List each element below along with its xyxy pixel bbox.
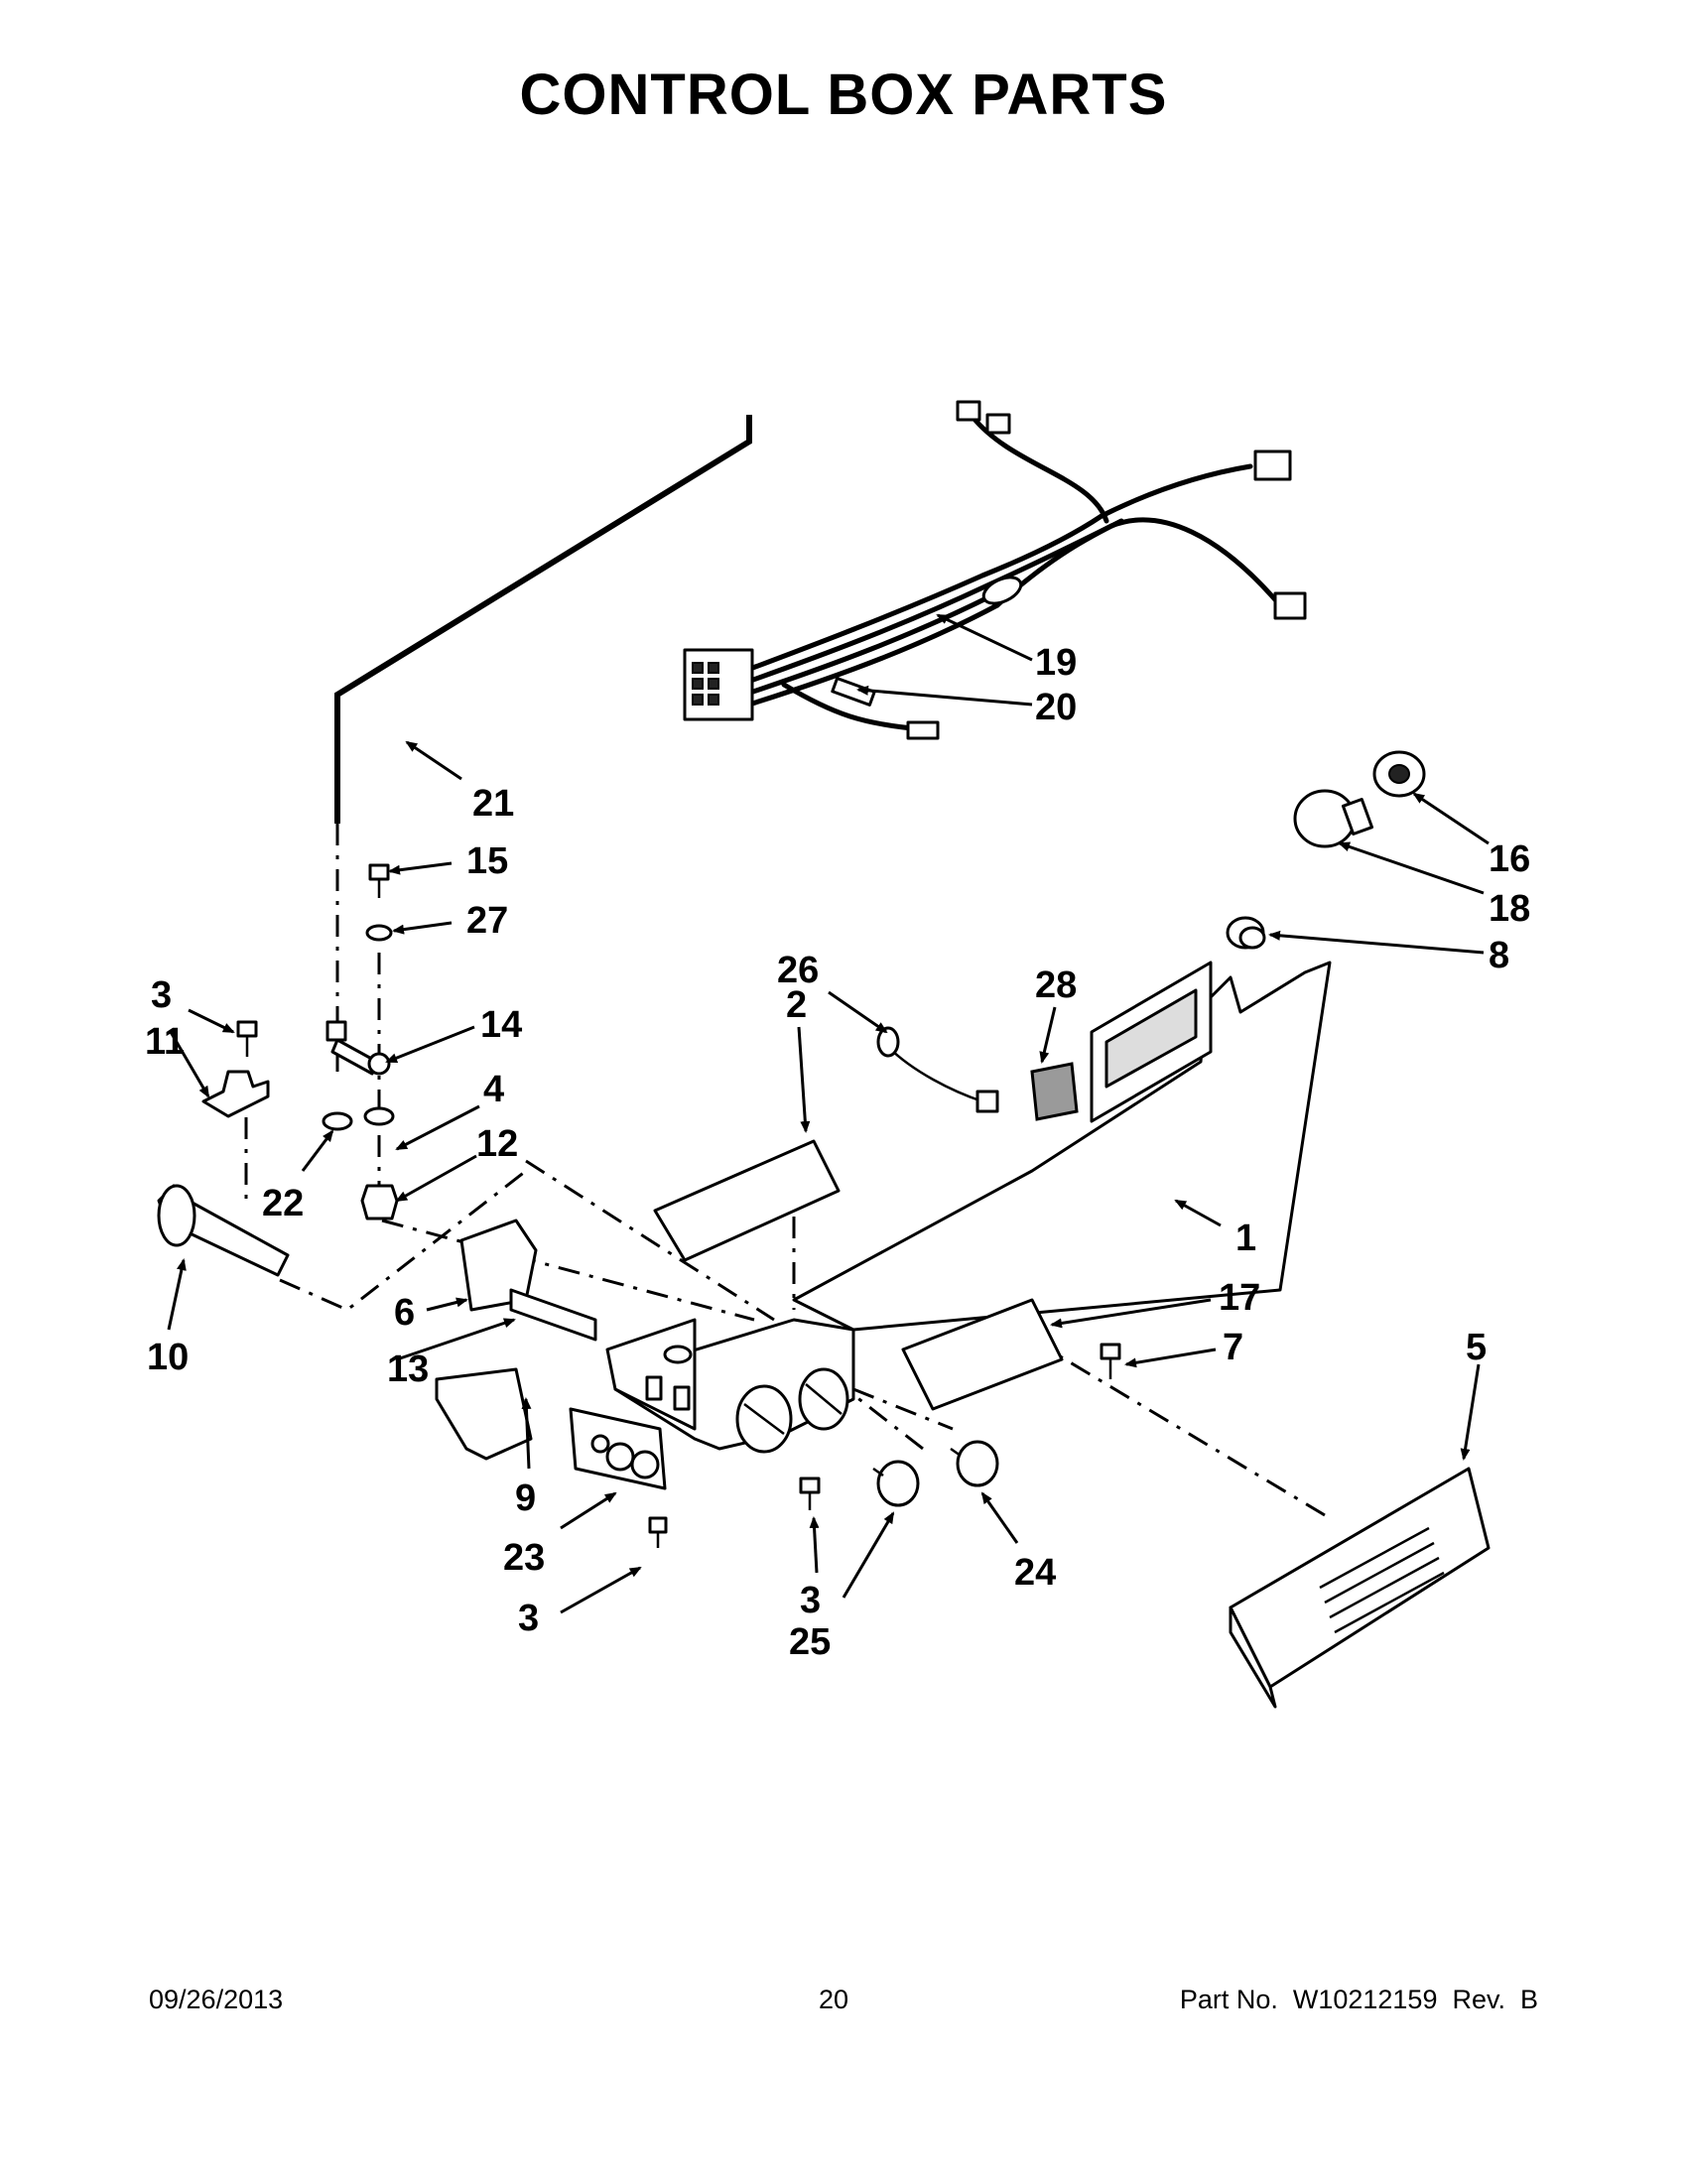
callout-15: 15 xyxy=(466,840,508,882)
callout-16: 16 xyxy=(1489,838,1530,880)
callout-8: 8 xyxy=(1489,935,1509,976)
panel xyxy=(901,1298,1064,1411)
callout-10: 10 xyxy=(147,1337,189,1378)
callout-27: 27 xyxy=(466,900,508,942)
callout-14: 14 xyxy=(480,1004,522,1046)
leader-lines xyxy=(167,613,1490,1614)
footer-date: 09/26/2013 xyxy=(149,1985,284,2014)
callout-2: 2 xyxy=(786,984,807,1026)
callout-28: 28 xyxy=(1035,964,1077,1006)
callout-9: 9 xyxy=(515,1477,536,1519)
callout-21: 21 xyxy=(472,783,514,825)
insulation-sheet xyxy=(653,1139,841,1262)
footer-page-number: 20 xyxy=(819,1985,849,2014)
callout-23: 23 xyxy=(503,1537,545,1579)
callout-1: 1 xyxy=(1235,1218,1256,1259)
callout-22: 22 xyxy=(262,1183,304,1224)
lamp-bulb xyxy=(1293,789,1374,848)
callout-20: 20 xyxy=(1035,687,1077,728)
callout-3-bottom-left: 3 xyxy=(518,1598,539,1639)
page-title: CONTROL BOX PARTS xyxy=(519,63,1168,127)
callout-7: 7 xyxy=(1223,1327,1243,1368)
callout-26: 26 xyxy=(777,950,819,991)
rod xyxy=(334,415,752,824)
callout-5: 5 xyxy=(1466,1327,1487,1368)
callout-4: 4 xyxy=(483,1069,504,1110)
callout-18: 18 xyxy=(1489,888,1530,930)
callout-12: 12 xyxy=(476,1123,518,1165)
callout-17: 17 xyxy=(1219,1277,1260,1319)
callout-3-top: 3 xyxy=(151,974,172,1016)
callout-24: 24 xyxy=(1014,1552,1056,1594)
callout-25: 25 xyxy=(789,1621,831,1663)
control-cover xyxy=(1229,1467,1491,1709)
callout-3-bottom-center: 3 xyxy=(800,1580,821,1621)
callout-13: 13 xyxy=(387,1349,429,1390)
footer-part-number: Part No. W10212159 Rev. B xyxy=(1179,1985,1538,2014)
grommet xyxy=(1226,916,1266,950)
callout-19: 19 xyxy=(1035,642,1077,684)
small-parts xyxy=(157,863,1121,1548)
control-box-housing xyxy=(605,961,1332,1454)
label-pad xyxy=(1030,1062,1079,1121)
lamp-socket xyxy=(1372,750,1426,798)
wire-harness xyxy=(683,400,1307,740)
callout-labels: 1 2 3 3 3 4 5 6 7 8 9 10 11 12 13 14 15 … xyxy=(145,642,1530,1663)
thermistor xyxy=(876,1026,999,1113)
callout-11: 11 xyxy=(145,1021,185,1063)
callout-6: 6 xyxy=(394,1292,415,1334)
